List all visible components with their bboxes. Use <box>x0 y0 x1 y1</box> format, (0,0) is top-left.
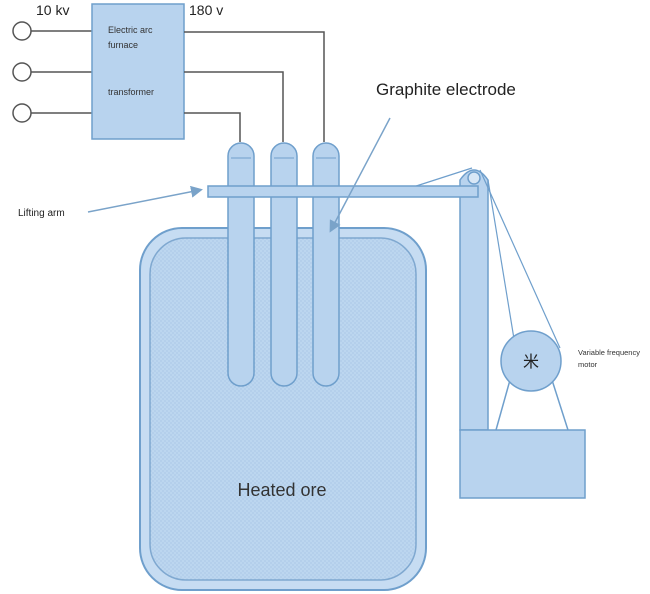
input-terminal-3 <box>12 103 32 123</box>
lift-tower <box>459 169 489 431</box>
input-terminal-2 <box>12 62 32 82</box>
input-terminal-1 <box>12 21 32 41</box>
vfm-label-line1: Variable frequency <box>578 348 640 357</box>
lifting-arm-arrow <box>87 185 203 213</box>
output-wire-2 <box>184 71 284 142</box>
cable-to-motor <box>479 169 561 349</box>
graphite-electrode-label: Graphite electrode <box>376 80 516 99</box>
electrode-1 <box>227 142 255 387</box>
voltage-out-label: 180 v <box>189 2 223 18</box>
graphite-electrode-arrow <box>329 117 391 233</box>
heated-ore-label: Heated ore <box>237 480 326 500</box>
variable-frequency-motor <box>500 330 562 392</box>
electrode-3 <box>312 142 340 387</box>
transformer-label-line2: furnace <box>108 40 138 50</box>
voltage-in-label: 10 kv <box>36 2 69 18</box>
motor-symbol: 米 <box>523 353 539 371</box>
output-wire-1 <box>184 112 241 142</box>
transformer-label-line1: Electric arc <box>108 25 153 35</box>
motor-stand-right <box>551 379 569 431</box>
vfm-label-line2: motor <box>578 360 598 369</box>
electrode-group <box>227 142 340 387</box>
motor-stand-left <box>495 379 511 431</box>
cable-to-arm <box>409 167 473 189</box>
lifting-arm-label: Lifting arm <box>18 208 65 219</box>
pulley <box>467 171 481 185</box>
output-wire-3 <box>184 31 325 142</box>
cable-to-motor-2 <box>487 179 516 346</box>
lifting-arm <box>207 185 479 198</box>
transformer-box <box>91 3 185 140</box>
electrode-2 <box>270 142 298 387</box>
transformer-label-line3: transformer <box>108 87 154 97</box>
motor-base <box>459 429 586 499</box>
